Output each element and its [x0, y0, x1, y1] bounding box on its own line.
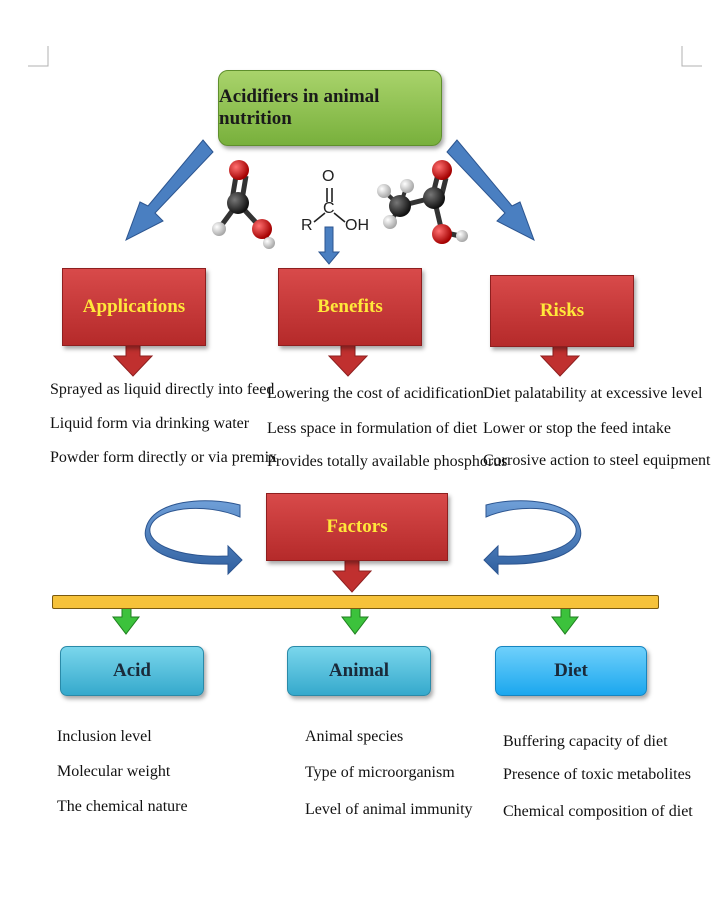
applications-item: Powder form directly or via premix	[50, 449, 278, 466]
carboxyl-c-label: C	[323, 200, 335, 217]
arrow-to-applications	[125, 139, 214, 242]
animal-item: Type of microorganism	[305, 764, 455, 781]
curved-arrow-right	[483, 500, 582, 576]
risks-item: Diet palatability at excessive level	[483, 385, 703, 402]
carboxyl-o-label: O	[322, 168, 335, 185]
applications-item: Liquid form via drinking water	[50, 415, 250, 432]
risks-item: Lower or stop the feed intake	[483, 420, 671, 437]
arrow-to-risks	[446, 139, 535, 242]
red-arrow-benefits	[327, 344, 369, 377]
acid-item: Inclusion level	[57, 728, 152, 745]
risks-item: Corrosive action to steel equipment	[483, 452, 711, 469]
risks-box: Risks	[490, 275, 634, 347]
diet-item: Presence of toxic metabolites	[503, 766, 691, 783]
factors-box: Factors	[266, 493, 448, 561]
green-arrow-acid	[111, 605, 141, 635]
acid-item: The chemical nature	[57, 798, 188, 815]
benefits-item: Lowering the cost of acidification	[267, 385, 484, 402]
formic-acid-molecule	[212, 160, 275, 249]
animal-item: Level of animal immunity	[305, 801, 473, 818]
carboxyl-structure	[313, 188, 346, 223]
green-arrow-diet	[550, 605, 580, 635]
acetic-acid-molecule	[377, 160, 468, 244]
diet-item: Chemical composition of diet	[503, 803, 693, 820]
benefits-item: Provides totally available phosphorus	[267, 453, 508, 470]
diet-box: Diet	[495, 646, 647, 696]
benefits-box: Benefits	[278, 268, 422, 346]
carboxyl-r-label: R	[301, 217, 313, 234]
red-arrow-applications	[112, 344, 154, 377]
acid-item: Molecular weight	[57, 763, 171, 780]
red-arrow-risks	[539, 344, 581, 377]
animal-box: Animal	[287, 646, 431, 696]
curved-arrow-left	[144, 500, 243, 576]
factors-bar	[52, 595, 659, 609]
acid-box: Acid	[60, 646, 204, 696]
diet-item: Buffering capacity of diet	[503, 733, 668, 750]
benefits-item: Less space in formulation of diet	[267, 420, 478, 437]
applications-item: Sprayed as liquid directly into feed	[50, 381, 275, 398]
title-box: Acidifiers in animal nutrition	[218, 70, 442, 146]
green-arrow-animal	[340, 605, 370, 635]
arrow-to-benefits	[317, 226, 341, 265]
animal-item: Animal species	[305, 728, 404, 745]
red-arrow-factors	[331, 559, 373, 593]
applications-box: Applications	[62, 268, 206, 346]
carboxyl-oh-label: OH	[345, 217, 369, 234]
